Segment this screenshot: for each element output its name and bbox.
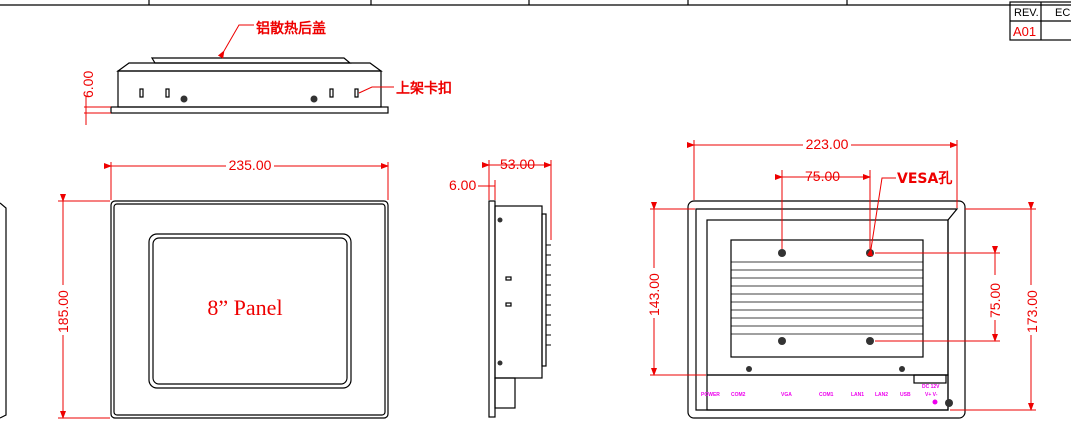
rev-label: REV.	[1014, 7, 1039, 19]
vesa-hole-icon	[778, 337, 786, 345]
port-vga: VGA	[781, 392, 792, 398]
rev-value: A01	[1013, 24, 1036, 39]
vesa-v-dim: 75.00	[987, 283, 1003, 318]
front-height-dim: 185.00	[55, 290, 71, 333]
screw-icon	[180, 95, 188, 103]
rear-view: POWER COM2 VGA COM1 LAN1 LAN2 USB DC 12V…	[645, 136, 1040, 419]
rear-height-dim: 173.00	[1024, 290, 1040, 333]
port-com1: COM1	[819, 392, 834, 398]
heatsink-callout: 铝散热后盖	[256, 20, 326, 37]
top-bezel-dim: 6.00	[80, 71, 96, 98]
top-border	[0, 0, 1071, 6]
side-bezel-dim: 6.00	[449, 177, 476, 193]
partial-view	[0, 202, 7, 419]
title-block: REV. ECN A01	[1009, 1, 1071, 41]
side-depth-dim: 53.00	[500, 156, 535, 172]
port-labels: POWER COM2 VGA COM1 LAN1 LAN2 USB DC 12V…	[701, 384, 940, 405]
top-view: 铝散热后盖 上架卡扣 6.00	[80, 20, 452, 125]
vesa-hole-icon	[866, 249, 874, 257]
port-lan1: LAN1	[851, 392, 864, 398]
front-width-dim: 235.00	[229, 157, 272, 173]
port-com2: COM2	[731, 392, 746, 398]
rear-width-dim: 223.00	[806, 136, 849, 152]
vesa-hole-icon	[866, 337, 874, 345]
vesa-callout: VESA孔	[897, 171, 952, 187]
vesa-hole-icon	[778, 249, 786, 257]
port-usb: USB	[900, 392, 911, 398]
panel-label: 8” Panel	[207, 295, 282, 320]
port-power: POWER	[701, 392, 720, 398]
cutout-height-dim: 143.00	[646, 273, 662, 316]
port-lan2: LAN2	[875, 392, 888, 398]
vesa-h-dim: 75.00	[805, 168, 840, 184]
clip-callout: 上架卡扣	[396, 80, 452, 97]
ecn-label: ECN	[1055, 7, 1071, 19]
side-view: 53.00 6.00	[449, 156, 552, 418]
screw-icon	[310, 95, 318, 103]
port-polarity: V+ V-	[925, 392, 938, 398]
port-dc12v: DC 12V	[922, 384, 940, 390]
front-view: 8” Panel 235.00 185.00	[55, 157, 389, 419]
